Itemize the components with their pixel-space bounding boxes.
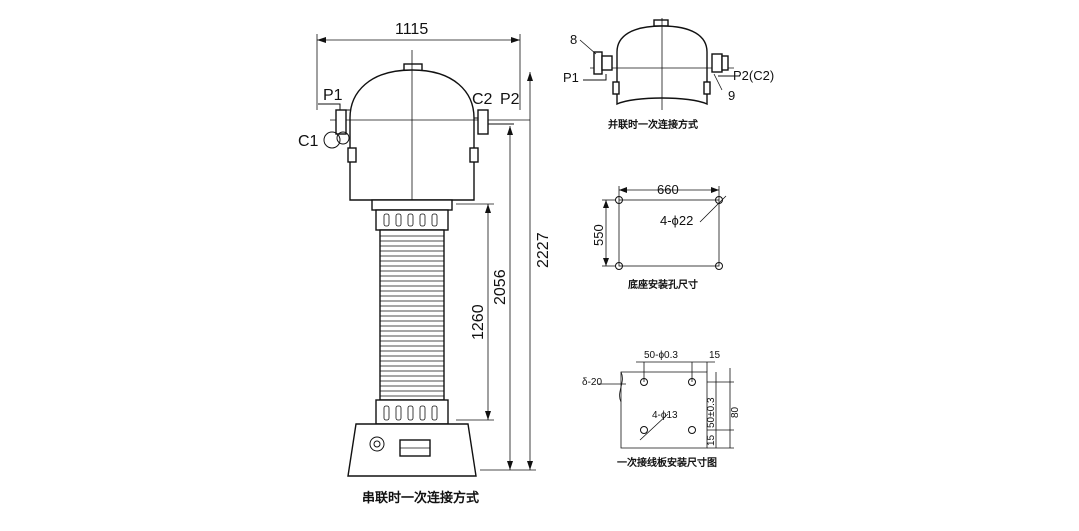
flange-slot [395, 213, 402, 227]
flange-slot [419, 405, 426, 421]
label-c2: C2 [472, 91, 493, 108]
callout-9: 9 [728, 88, 735, 103]
dim-height-2-label: 2056 [492, 269, 509, 305]
flange-slot [383, 405, 390, 421]
parallel-connection-view: 8 P1 P2(C2) 9 并联时一次连接方式 [563, 18, 774, 131]
flange-slot [383, 213, 390, 227]
dim-base-width: 660 [657, 182, 679, 197]
dim-plate-edge: 15 [709, 350, 721, 361]
insulator-column [379, 229, 445, 401]
dim-plate-holes: 4-ϕ13 [652, 410, 678, 421]
dim-base-holes: 4-ϕ22 [660, 213, 693, 228]
flange-slot [407, 405, 414, 421]
flange-slot [431, 213, 438, 227]
dim-total-height-label: 2227 [535, 232, 552, 268]
dim-width-label: 1115 [395, 21, 428, 38]
base-holes-caption: 底座安装孔尺寸 [628, 278, 698, 291]
dim-base-height: 550 [591, 224, 606, 246]
label-par-p2c2: P2(C2) [733, 68, 774, 83]
dim-plate-top: 50-ϕ0.3 [644, 350, 678, 361]
terminal-plate-caption: 一次接线板安装尺寸图 [617, 456, 717, 469]
dim-plate-thickness: δ-20 [582, 377, 602, 388]
main-caption: 串联时一次连接方式 [362, 490, 479, 505]
main-transformer-view: 1115 P1 C1 C2 P2 [298, 21, 552, 505]
label-c1: C1 [298, 133, 319, 150]
label-p2: P2 [500, 91, 520, 108]
flange-slot [395, 405, 402, 421]
callout-8: 8 [570, 32, 577, 47]
terminal-plate-view: 50-ϕ0.3 15 δ-20 4-ϕ13 50±0.3 15 80 一次接线板… [582, 350, 741, 469]
parallel-caption: 并联时一次连接方式 [608, 118, 698, 131]
flange-slot [419, 213, 426, 227]
dim-plate-side-b: 15 [706, 434, 717, 446]
label-p1: P1 [323, 87, 343, 104]
flange-slot [407, 213, 414, 227]
dim-plate-side-a: 50±0.3 [706, 397, 717, 428]
base-holes-view: 660 550 4-ϕ22 底座安装孔尺寸 [591, 182, 727, 291]
dim-plate-side-total: 80 [730, 406, 741, 418]
label-par-p1: P1 [563, 70, 579, 85]
flange-slot [431, 405, 438, 421]
dim-height-3-label: 1260 [470, 304, 487, 340]
